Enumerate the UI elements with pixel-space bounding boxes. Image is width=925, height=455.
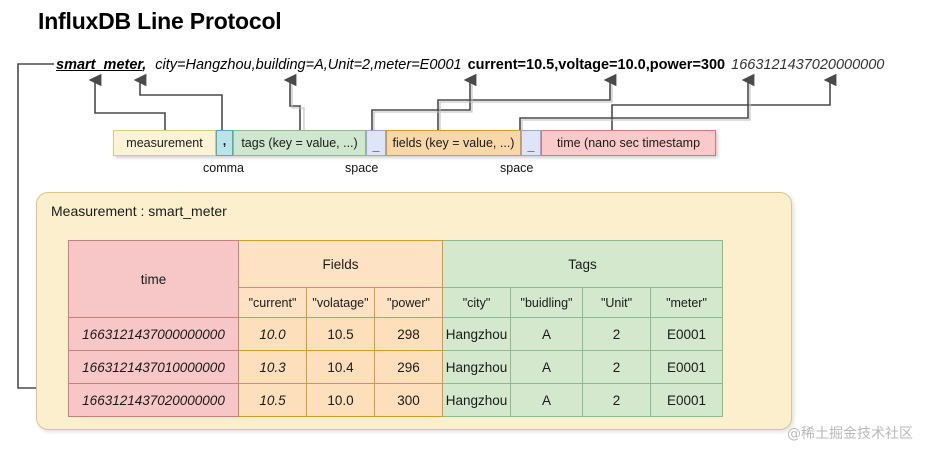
measurement-panel: Measurement : smart_meter time Fields Ta… [36,192,792,430]
cell-time: 1663121437010000000 [68,350,239,384]
table-head: time Fields Tags "current" "volatage" "p… [68,240,723,318]
cell-city: Hangzhou [442,317,511,351]
legend-cell-tags: tags (key = value, ...) [233,130,366,156]
legend-cell-fields: fields (key = value, ...) [386,130,521,156]
cell-buidling: A [510,383,583,417]
watermark: @稀土掘金技术社区 [787,426,913,442]
table-header-row-columns: "current" "volatage" "power" "city" "bui… [69,287,723,318]
cell-time: 1663121437020000000 [68,383,239,417]
cell-meter: E0001 [650,383,723,417]
table-body: 1663121437000000000 10.0 10.5 298 Hangzh… [68,317,723,417]
cell-volatage: 10.4 [306,350,375,384]
legend-cell-separator-comma: , [216,130,233,156]
cell-power: 300 [374,383,443,417]
legend-cell-time: time (nano sec timestamp [541,130,716,156]
cell-unit: 2 [582,350,651,384]
table-header-row-groups: time Fields Tags [68,240,723,318]
line-protocol-string: smart_meter, city=Hangzhou,building=A,Uni… [56,55,884,75]
measurement-data-table: time Fields Tags "current" "volatage" "p… [68,240,723,417]
protocol-comma: , [142,57,147,73]
cell-meter: E0001 [650,350,723,384]
line-protocol-legend-bar: measurement , tags (key = value, ...) _ … [113,130,716,156]
caption-space-2: space [500,161,534,175]
cell-unit: 2 [582,317,651,351]
measurement-panel-caption: Measurement : smart_meter [51,203,227,219]
cell-current: 10.5 [238,383,307,417]
caption-comma: comma [203,161,244,175]
protocol-fields: current=10.5,voltage=10.0,power=300 [467,57,726,73]
cell-meter: E0001 [650,317,723,351]
legend-cell-separator-space-2: _ [521,130,541,156]
cell-buidling: A [510,317,583,351]
column-header-volatage: "volatage" [306,287,375,318]
cell-time: 1663121437000000000 [68,317,239,351]
protocol-timestamp: 1663121437020000000 [731,57,885,73]
cell-current: 10.0 [238,317,307,351]
cell-volatage: 10.5 [306,317,375,351]
protocol-measurement: smart_meter [56,57,143,73]
caption-space-1: space [345,161,379,175]
column-group-header-fields: Fields [238,240,443,288]
column-header-meter: "meter" [650,287,723,318]
cell-city: Hangzhou [442,383,511,417]
cell-unit: 2 [582,383,651,417]
table-row: 1663121437000000000 10.0 10.5 298 Hangzh… [68,317,723,351]
column-header-unit: "Unit" [582,287,651,318]
cell-current: 10.3 [238,350,307,384]
column-header-buidling: "buidling" [510,287,583,318]
cell-city: Hangzhou [442,350,511,384]
table-row: 1663121437010000000 10.3 10.4 296 Hangzh… [68,350,723,384]
column-header-time: time [68,240,239,318]
cell-buidling: A [510,350,583,384]
legend-cell-separator-space-1: _ [366,130,386,156]
protocol-tags: city=Hangzhou,building=A,Unit=2,meter=E0… [155,57,462,73]
column-header-city: "city" [442,287,511,318]
column-header-power: "power" [374,287,443,318]
table-row: 1663121437020000000 10.5 10.0 300 Hangzh… [68,383,723,417]
cell-power: 296 [374,350,443,384]
cell-volatage: 10.0 [306,383,375,417]
page-title: InfluxDB Line Protocol [38,8,282,34]
cell-power: 298 [374,317,443,351]
legend-cell-measurement: measurement [113,130,216,156]
column-group-header-tags: Tags [442,240,723,288]
column-header-current: "current" [238,287,307,318]
